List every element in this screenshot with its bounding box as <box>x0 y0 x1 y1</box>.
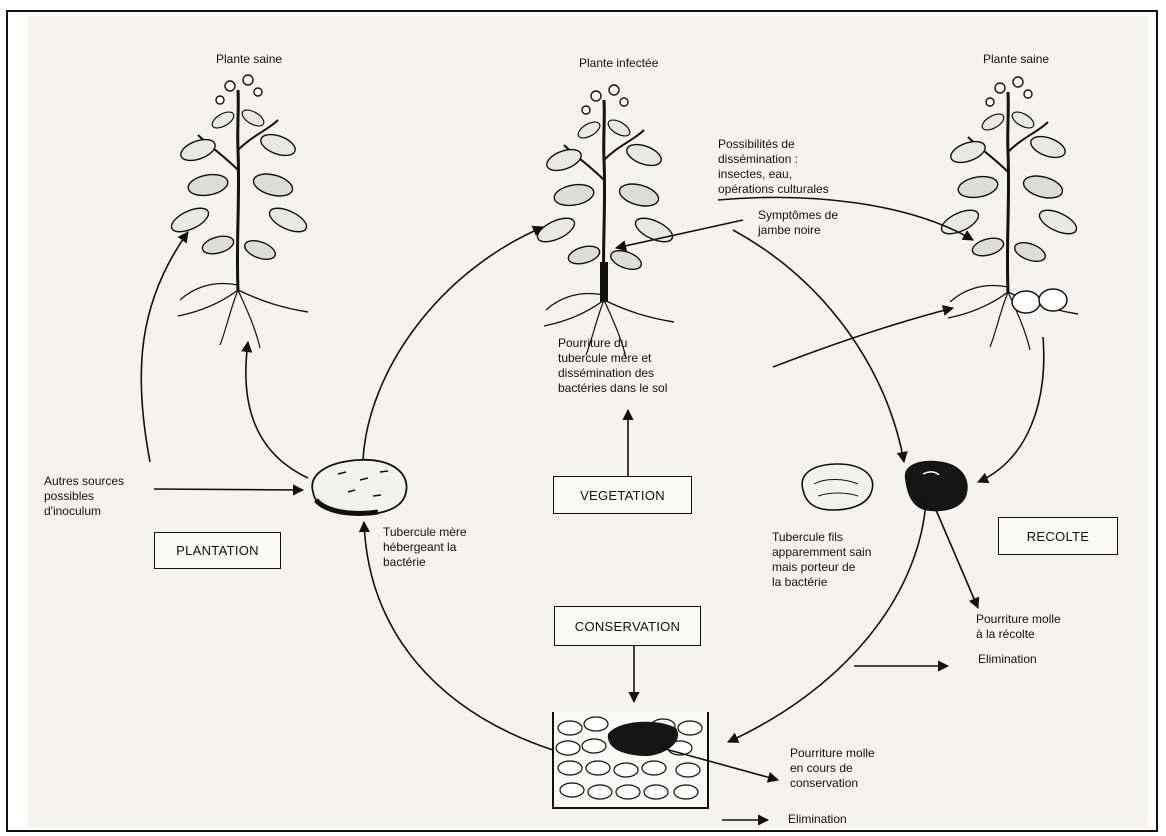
daughter-tuber-right-1 <box>1011 290 1041 314</box>
arrow-to-harvest-rot <box>935 509 980 610</box>
mother-tuber-rot <box>314 498 379 516</box>
plant-center-caption: Plante infectée <box>579 56 659 70</box>
rotten-tuber <box>904 460 968 512</box>
stage-conservation: CONSERVATION <box>554 606 701 646</box>
healthy-plant-left <box>166 73 312 350</box>
plant-right-caption: Plante saine <box>983 52 1050 66</box>
arrow-autres-to-plant <box>140 231 189 463</box>
arrow-autres-to-tuber <box>153 484 305 496</box>
bacteria-marks <box>337 470 389 497</box>
arrow-tuber-to-healthy-plant <box>241 340 309 479</box>
arrow-dissemination-to-plant <box>717 196 974 241</box>
daughter-tuber-right-2 <box>1038 288 1068 312</box>
life-cycle-diagram <box>140 73 1082 826</box>
elimination-conservation-label: Elimination <box>788 812 847 826</box>
stage-recolte: RECOLTE <box>998 517 1118 555</box>
infected-plant-center <box>532 83 678 360</box>
elimination-recolte-label: Elimination <box>978 652 1037 666</box>
arrow-tuber-to-infected-plant <box>362 225 545 461</box>
stage-vegetation: VEGETATION <box>553 476 692 514</box>
arrow-sol-to-healthy-plant <box>772 305 955 368</box>
storage-crate <box>552 712 709 809</box>
black-leg-lesion <box>600 262 608 302</box>
daughter-tuber <box>801 463 874 511</box>
plant-left-caption: Plante saine <box>216 52 283 66</box>
arrow-storage-rot <box>657 746 780 783</box>
stage-plantation: PLANTATION <box>154 532 281 569</box>
diagram-frame: Plante saine Plante infectée Plante sain… <box>6 10 1158 832</box>
arrow-healthy-plant-to-rotten-tuber <box>976 336 1045 484</box>
arrow-storage-to-mother-tuber <box>358 520 554 751</box>
arrow-tuber-to-storage <box>726 501 927 743</box>
arrow-infected-to-rotten-tuber <box>732 229 908 464</box>
arrow-jambe-noire <box>614 219 744 252</box>
